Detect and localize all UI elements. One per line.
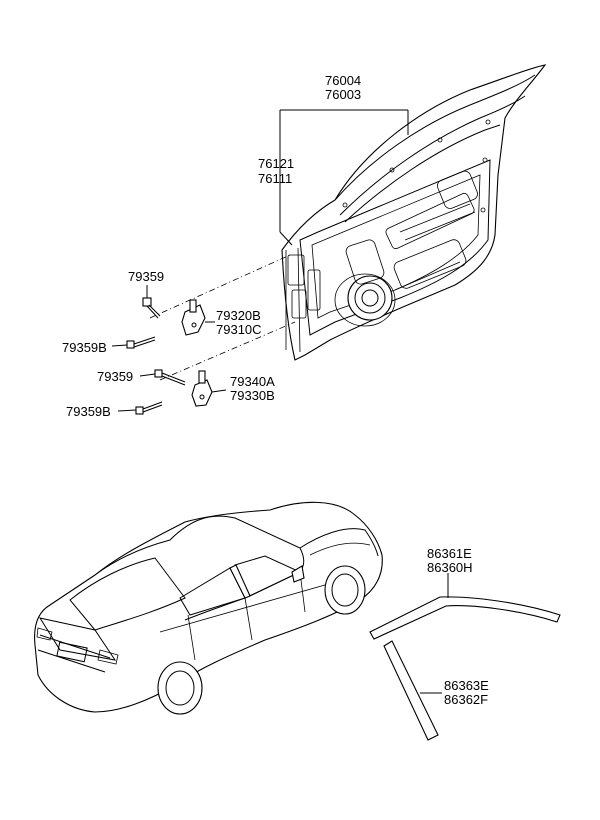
upper-hinge-part-number-alt: 79310C	[216, 322, 262, 337]
upper-bolt-part-number: 79359	[128, 269, 164, 284]
pillar-moulding-part-number: 86363E	[444, 678, 489, 693]
lower-hinge-part-number-alt: 79330B	[230, 388, 275, 403]
front-door-illustration	[281, 64, 547, 361]
lower-hinge-part-number: 79340A	[230, 374, 275, 389]
door-outer-part-number-alt: 76111	[258, 171, 292, 186]
lower-bolt-b-part-number: 79359B	[66, 404, 111, 419]
lower-bolt-icon	[154, 369, 186, 386]
pillar-moulding-icon	[383, 640, 439, 741]
upper-bolt-icon	[142, 297, 161, 319]
door-panel-part-number-alt: 76003	[325, 87, 361, 102]
lower-bolt-part-number: 79359	[97, 369, 133, 384]
upper-bolt-b-part-number: 79359B	[62, 340, 107, 355]
sedan-car-illustration	[34, 501, 383, 715]
lower-bolt-b-icon	[135, 401, 163, 415]
hinge-assembly	[111, 254, 296, 415]
upper-hinge-icon	[181, 299, 206, 336]
roof-moulding-part-number: 86361E	[427, 546, 472, 561]
upper-bolt-b-icon	[126, 336, 156, 349]
door-outer-part-number: 76121	[258, 156, 294, 171]
lower-hinge-icon	[191, 370, 213, 407]
upper-hinge-part-number: 79320B	[216, 308, 261, 323]
door-panel-leader	[279, 109, 409, 246]
roof-moulding-part-number-alt: 86360H	[427, 560, 473, 575]
door-panel-part-number: 76004	[325, 73, 361, 88]
pillar-moulding-part-number-alt: 86362F	[444, 692, 488, 707]
roof-moulding-icon	[369, 596, 561, 640]
